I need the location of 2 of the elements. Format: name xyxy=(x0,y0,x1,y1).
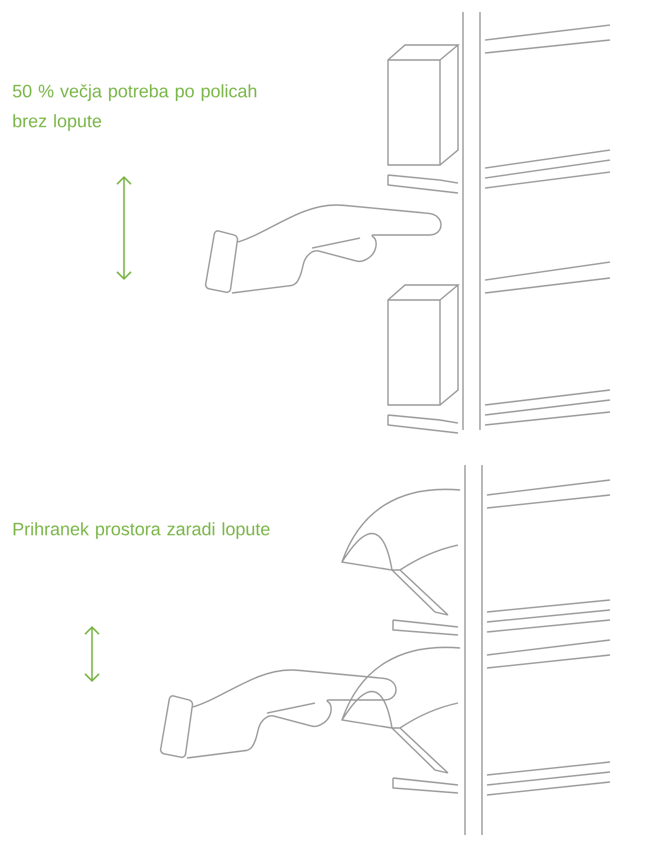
caption-text: 50 % večja potreba po policah brez lopute xyxy=(12,84,256,131)
caption-text: Prihranek prostora zaradi lopute xyxy=(14,522,270,539)
